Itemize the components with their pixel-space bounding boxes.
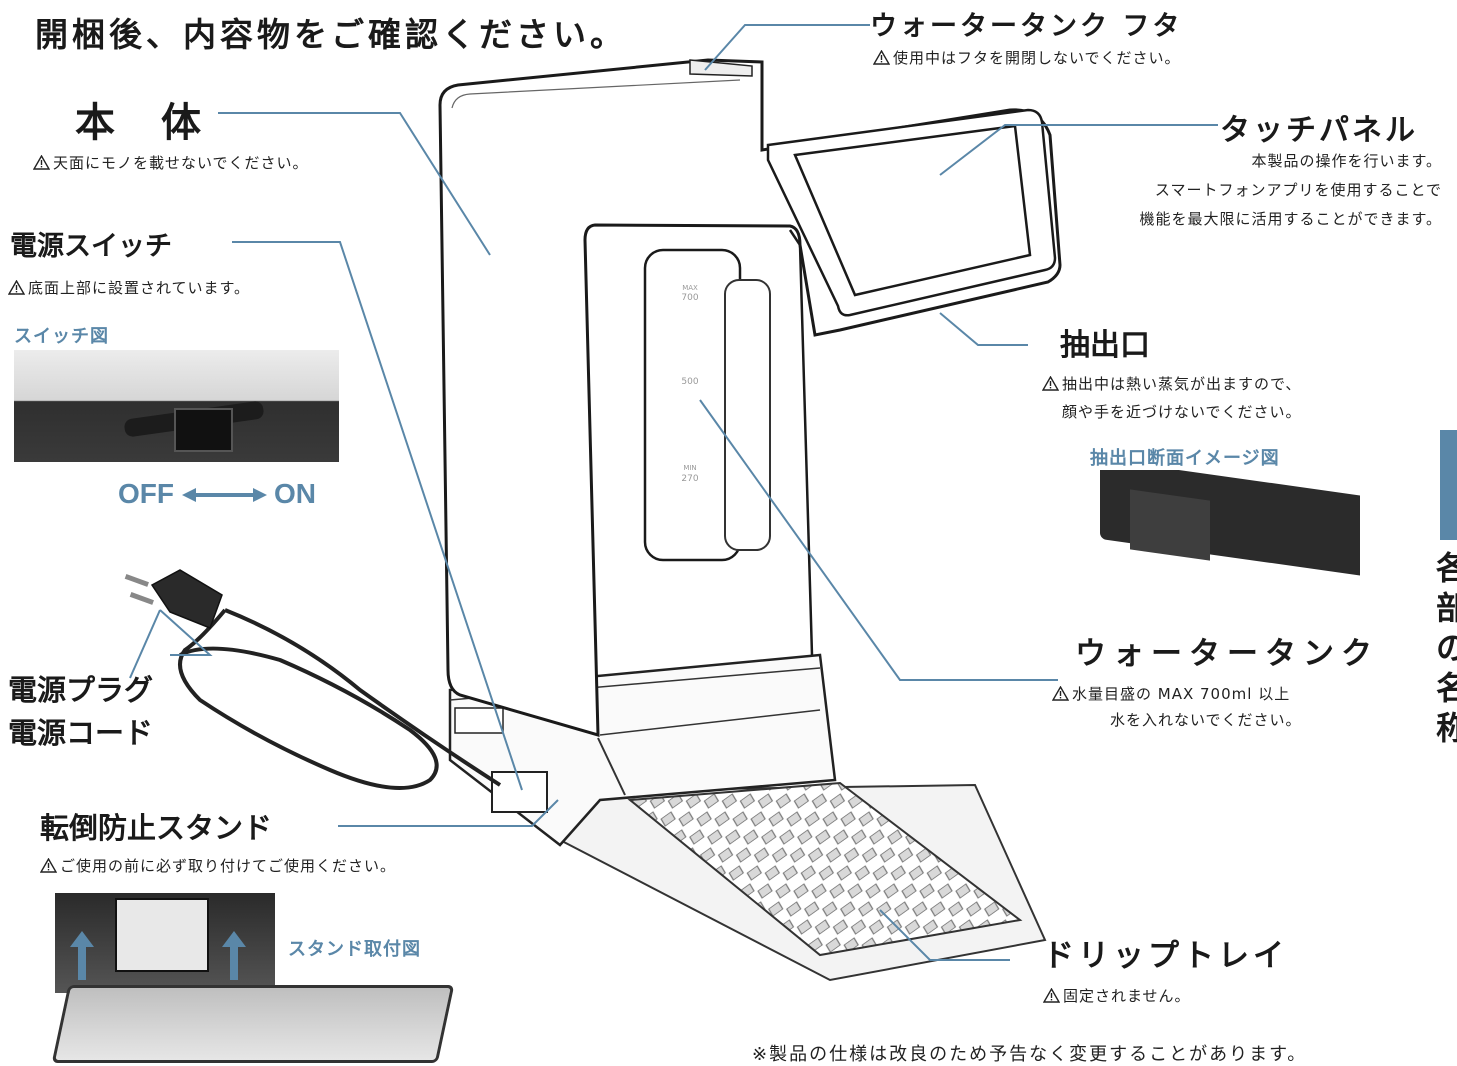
leader-plug	[159, 609, 213, 656]
touch-note-3: 機能を最大限に活用することができます。	[1139, 210, 1442, 228]
mount-arrows	[70, 931, 246, 980]
scale-min-label: MIN	[683, 464, 696, 472]
water-tank-label: ウォータータンク	[1075, 636, 1379, 672]
outlet-note-1-text: 抽出中は熱い蒸気が出ますので、	[1062, 375, 1302, 393]
on-label: ON	[274, 478, 316, 509]
leader-lid	[704, 24, 870, 71]
leader-drip	[879, 909, 1010, 961]
scale-270-label: 270	[681, 474, 698, 484]
lid-label: ウォータータンク フタ	[870, 11, 1183, 42]
stand-note-text: ご使用の前に必ず取り付けてご使用ください。	[60, 857, 397, 875]
power-switch-note-text: 底面上部に設置されています。	[28, 279, 251, 297]
warning-icon	[1042, 376, 1059, 391]
leader-stand	[338, 799, 559, 827]
leader-touch	[939, 124, 1218, 176]
switch-diagram-label: スイッチ図	[14, 326, 109, 347]
scale-max-label: MAX	[682, 284, 698, 292]
lid-note-text: 使用中はフタを開閉しないでください。	[893, 49, 1181, 67]
outlet-diagram-label: 抽出口断面イメージ図	[1090, 448, 1280, 469]
warning-icon	[33, 155, 50, 170]
cord-label: 電源コード	[8, 716, 154, 750]
stand-note: ご使用の前に必ず取り付けてご使用ください。	[40, 855, 396, 876]
drip-tray-shape	[543, 781, 1047, 982]
leader-outlet	[939, 312, 1028, 346]
outlet-note-2: 顔や手を近づけないでください。	[1062, 403, 1302, 421]
scale-500-label: 500	[681, 377, 698, 387]
switch-rocker	[174, 408, 233, 452]
power-switch-label: 電源スイッチ	[10, 231, 172, 262]
stand-diagram-label: スタンド取付図	[288, 939, 421, 960]
leader-lines	[129, 24, 1218, 961]
outlet-label: 抽出口	[1060, 328, 1150, 363]
stand-label: 転倒防止スタンド	[40, 811, 273, 845]
side-tab-bar	[1440, 430, 1457, 540]
touch-note-1: 本製品の操作を行います。	[1251, 152, 1442, 170]
footnote: ※製品の仕様は改良のため予告なく変更することがあります。	[752, 1044, 1308, 1065]
warning-icon	[873, 50, 890, 65]
leader-tank	[699, 399, 1058, 681]
side-tab-label: 各部の名称	[1436, 549, 1457, 747]
body-note-text: 天面にモノを載せないでください。	[53, 154, 309, 172]
outlet-photo-panel	[1130, 489, 1210, 561]
drip-tray-label: ドリップトレイ	[1043, 938, 1288, 974]
leader-body	[218, 112, 491, 256]
water-tank-note-1: 水量目盛の MAX 700ml 以上	[1052, 683, 1290, 704]
leader-plug-2	[129, 609, 161, 679]
warning-icon	[8, 280, 25, 295]
switch-photo	[14, 350, 339, 462]
leader-power-switch	[232, 241, 523, 791]
stand-photo-plate	[51, 985, 455, 1063]
touch-panel-label: タッチパネル	[1220, 113, 1418, 148]
body-note: 天面にモノを載せないでください。	[33, 152, 309, 173]
touch-note-2: スマートフォンアプリを使用することで	[1154, 181, 1442, 199]
water-tank-note-2: 水を入れないでください。	[1110, 711, 1302, 729]
page-title: 開梱後、内容物をご確認ください。	[35, 15, 627, 54]
scale-700-label: 700	[681, 293, 698, 303]
drip-tray-note: 固定されません。	[1043, 985, 1191, 1006]
body-shape	[438, 58, 1062, 738]
water-tank-note-1-text: 水量目盛の MAX 700ml 以上	[1072, 685, 1291, 703]
plug-label: 電源プラグ	[8, 673, 154, 707]
double-arrow-icon	[182, 488, 267, 502]
body-label: 本 体	[75, 100, 204, 146]
outlet-photo	[1090, 470, 1360, 598]
outlet-note-1: 抽出中は熱い蒸気が出ますので、	[1042, 373, 1301, 394]
stand-photo-bracket	[115, 898, 209, 972]
off-label: OFF	[118, 478, 174, 509]
warning-icon	[40, 858, 57, 873]
drip-tray-note-text: 固定されません。	[1063, 987, 1191, 1005]
warning-icon	[1043, 988, 1060, 1003]
lid-note: 使用中はフタを開閉しないでください。	[873, 47, 1181, 68]
power-cord-shape	[124, 569, 502, 790]
power-switch-note: 底面上部に設置されています。	[8, 277, 250, 298]
warning-icon	[1052, 686, 1069, 701]
